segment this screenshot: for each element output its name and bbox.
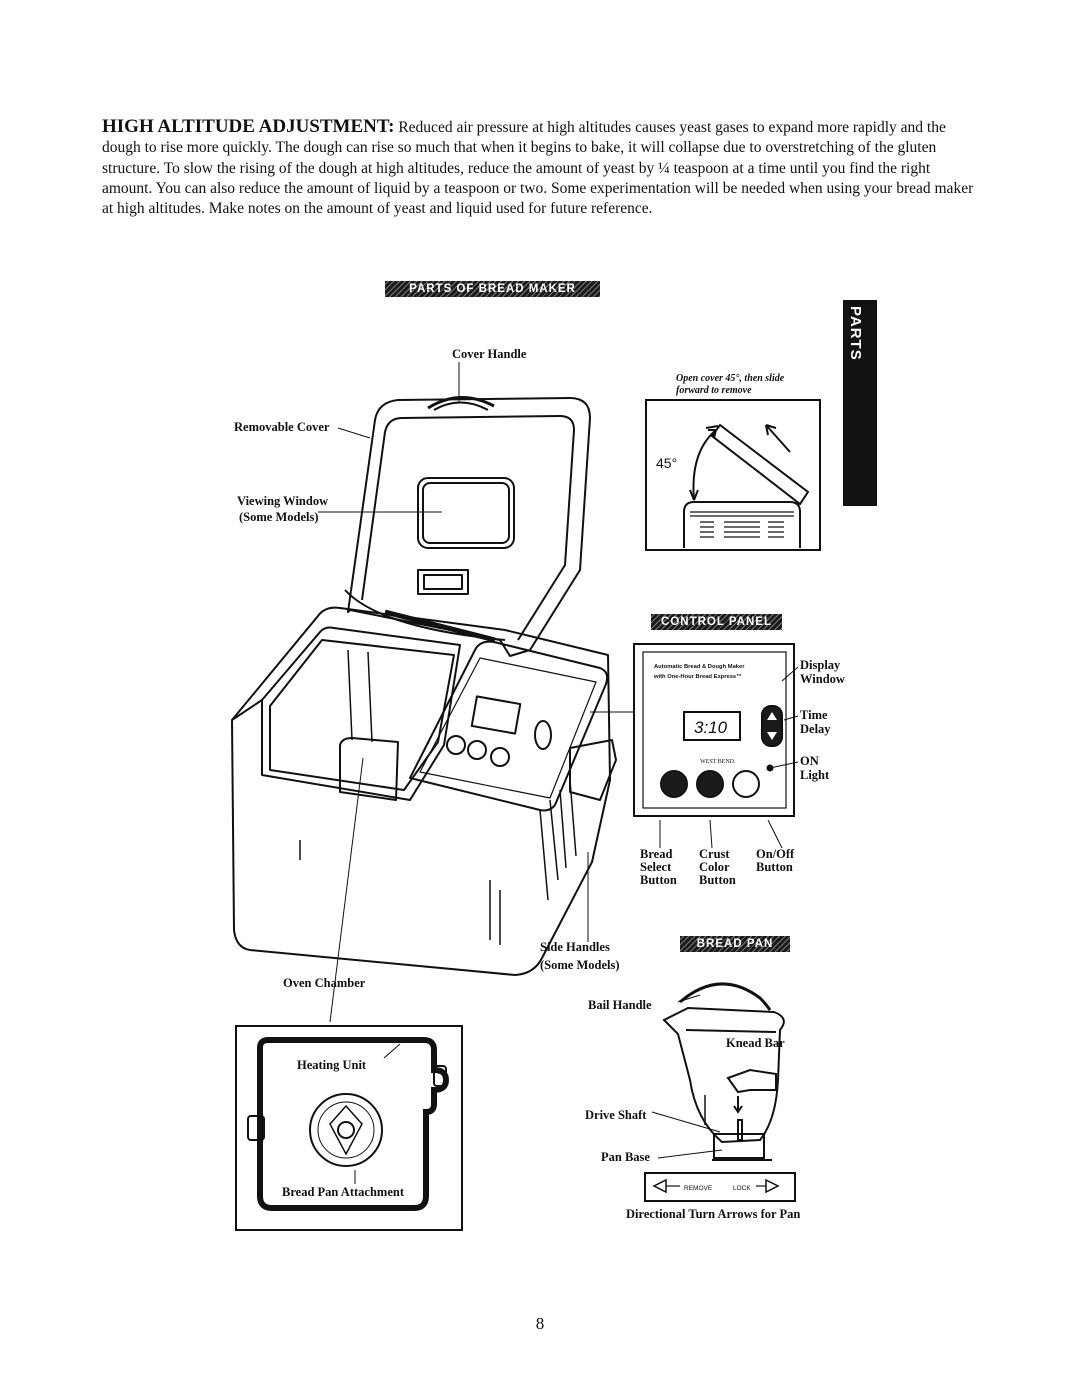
drive-shaft-label: Drive Shaft (585, 1108, 647, 1122)
open-cover-label-2: forward to remove (676, 385, 752, 396)
crust-color-label-3: Button (699, 873, 736, 887)
angle-label: 45° (656, 455, 677, 471)
display-window-label-2: Window (800, 672, 845, 686)
crust-color-label-1: Crust (699, 847, 730, 861)
bread-pan (662, 982, 785, 1161)
bread-pan-banner: BREAD PAN (680, 936, 790, 952)
time-delay-label-2: Delay (800, 722, 831, 736)
display-time: 3:10 (694, 718, 728, 737)
panel-brand-line-2: with One-Hour Bread Express™ (653, 674, 742, 680)
on-light-label-2: Light (800, 768, 830, 782)
oven-chamber-inset (235, 1025, 463, 1231)
time-delay-label: Time (800, 708, 828, 722)
oven-body (231, 589, 611, 976)
knead-bar-label: Knead Bar (726, 1036, 785, 1050)
intro-text: Reduced air pressure at high altitudes c… (102, 119, 974, 218)
bread-pan-attachment-label: Bread Pan Attachment (282, 1185, 404, 1199)
viewing-window (417, 477, 515, 549)
panel-brand-line-1: Automatic Bread & Dough Maker (654, 664, 745, 670)
removable-cover (347, 396, 591, 657)
body-control-panel (409, 640, 617, 812)
removable-cover-label: Removable Cover (234, 420, 330, 434)
on-off-label-2: Button (756, 860, 793, 874)
on-off-label-1: On/Off (756, 847, 795, 861)
side-handles-label: Side Handles (540, 940, 610, 954)
bread-select-label-3: Button (640, 873, 677, 887)
crust-color-label-2: Color (699, 860, 730, 874)
oven-chamber-label: Oven Chamber (283, 976, 366, 990)
side-handles-sub-label: (Some Models) (540, 958, 620, 972)
pan-base-label: Pan Base (601, 1150, 650, 1164)
viewing-window-label: Viewing Window (237, 494, 329, 508)
control-panel-inset (633, 643, 795, 817)
intro-heading: HIGH ALTITUDE ADJUSTMENT: (102, 116, 395, 137)
panel-maker: WEST BEND. (700, 759, 736, 765)
directional-arrows-label: Directional Turn Arrows for Pan (626, 1207, 801, 1221)
control-panel-banner: CONTROL PANEL (651, 614, 782, 630)
parts-side-tab: PARTS (843, 300, 877, 506)
intro-paragraph: HIGH ALTITUDE ADJUSTMENT: Reduced air pr… (102, 116, 982, 219)
on-light-label: ON (800, 754, 819, 768)
parts-tab-label: PARTS (847, 306, 864, 361)
turn-arrows-box (644, 1172, 796, 1202)
cover-removal-inset (645, 399, 821, 551)
viewing-window-sub-label: (Some Models) (239, 510, 319, 524)
cover-handle-label: Cover Handle (452, 347, 527, 361)
display-window-label: Display (800, 658, 841, 672)
page-number: 8 (535, 1314, 545, 1333)
open-cover-label-1: Open cover 45°, then slide (676, 373, 785, 384)
bread-select-label-1: Bread (640, 847, 673, 861)
parts-banner: PARTS OF BREAD MAKER (385, 281, 600, 297)
remove-label: REMOVE (684, 1185, 713, 1192)
lock-label: LOCK (733, 1185, 751, 1192)
heating-unit-label: Heating Unit (297, 1058, 367, 1072)
bail-handle-label: Bail Handle (588, 998, 652, 1012)
lid-vent (417, 569, 469, 595)
bread-select-label-2: Select (640, 860, 672, 874)
